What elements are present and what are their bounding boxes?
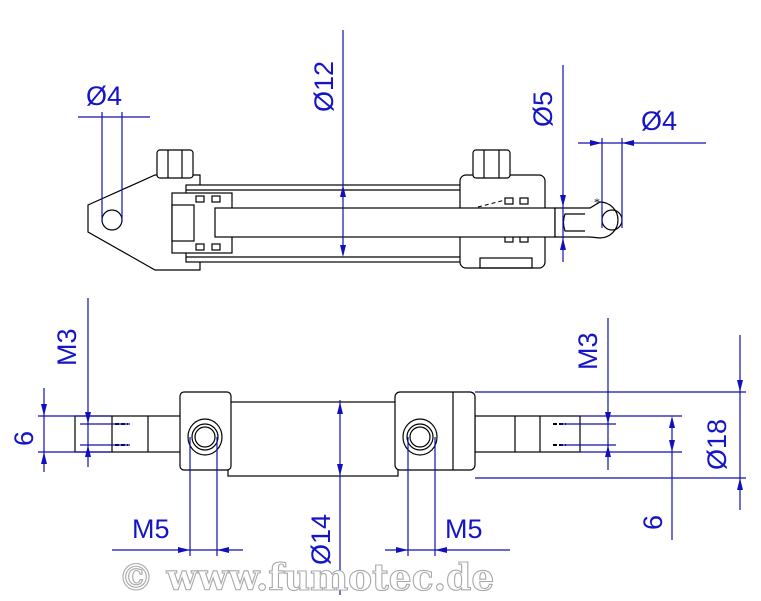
dimension-left-height: 6 [9, 388, 110, 472]
dim-label-left-thread: M3 [52, 328, 82, 366]
dim-label-body: Ø14 [306, 514, 336, 565]
dimension-right-port: M5 [385, 437, 510, 556]
dim-label-right-thread: M3 [573, 332, 603, 370]
dimension-left-eye: Ø4 [78, 81, 150, 222]
dim-label-rod: Ø5 [528, 91, 558, 127]
dimension-right-eye: Ø4 [578, 106, 706, 228]
dim-label-right-eye: Ø4 [641, 106, 677, 136]
watermark: © www.fumotec.de [118, 557, 494, 599]
dim-label-left-height: 6 [9, 431, 39, 446]
dim-label-bore: Ø12 [309, 61, 339, 112]
dimension-outer: Ø18 [475, 335, 746, 510]
dimension-right-height: 6 [580, 415, 682, 540]
dim-label-outer: Ø18 [702, 419, 732, 470]
dimension-left-port: M5 [112, 437, 243, 556]
dimension-left-thread: M3 [52, 298, 130, 467]
dimension-right-thread: M3 [560, 318, 616, 470]
dim-label-right-port: M5 [445, 514, 483, 544]
svg-text:*: * [594, 195, 600, 209]
dim-label-right-height: 6 [638, 515, 668, 530]
dimension-body: Ø14 [306, 400, 343, 595]
cylinder-outer-view [74, 391, 581, 477]
cylinder-section-view: * [87, 149, 623, 271]
dim-label-left-port: M5 [132, 514, 170, 544]
dimension-rod: Ø5 [528, 65, 566, 262]
dim-label-left-eye: Ø4 [86, 81, 122, 111]
dimension-bore: Ø12 [309, 30, 346, 257]
